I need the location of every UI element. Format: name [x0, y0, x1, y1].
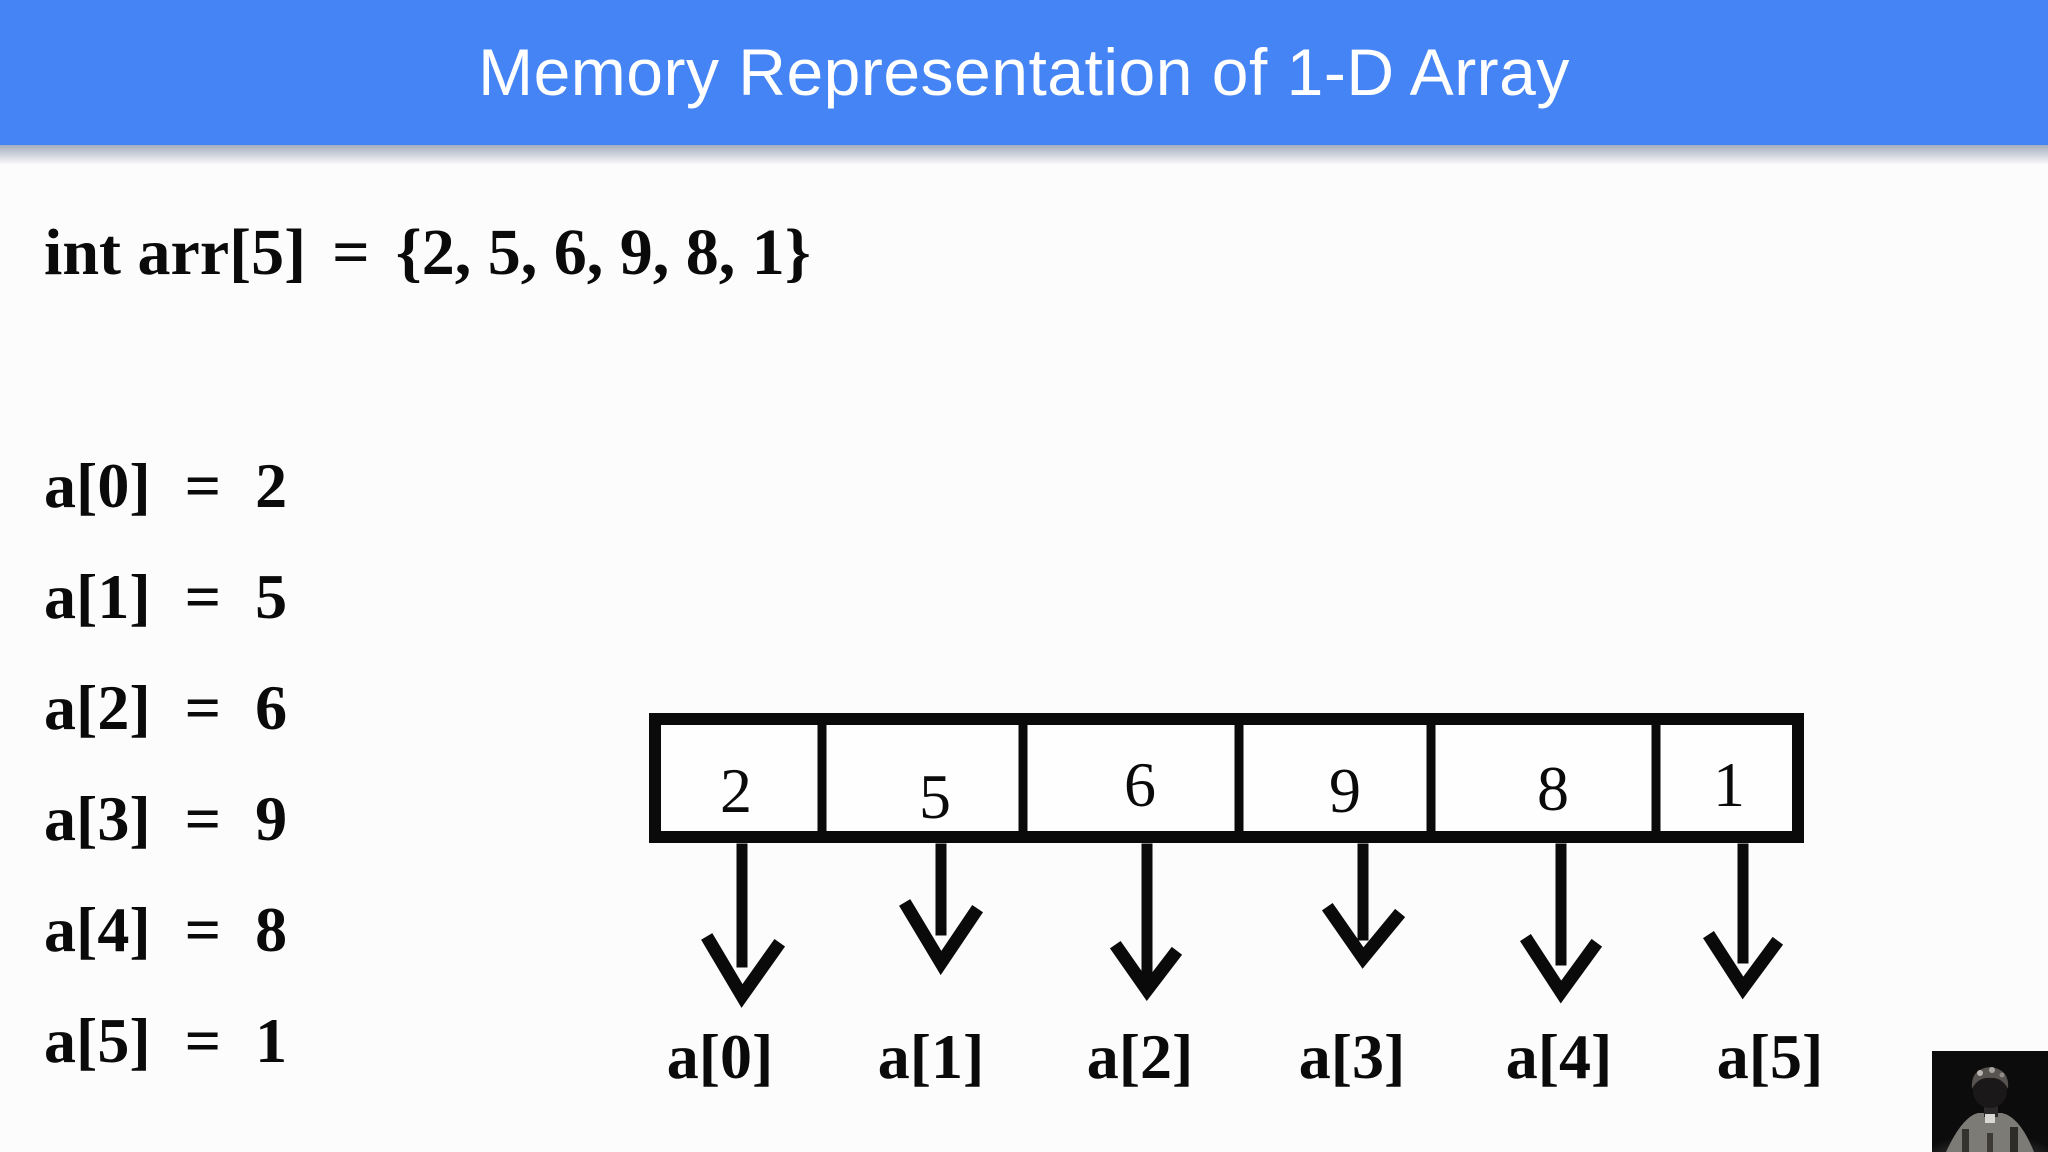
assignment-value: 8 [255, 894, 288, 965]
cell-value: 1 [1713, 749, 1745, 820]
cell-index-label: a[4] [1506, 1021, 1613, 1092]
cell-value: 6 [1124, 749, 1156, 820]
array-declaration: int arr[5] = {2, 5, 6, 9, 8, 1} [44, 208, 811, 298]
assignment-row: a[0] = 2 [44, 446, 287, 557]
assignment-name: a[1] [44, 561, 151, 632]
assignment-value: 5 [255, 561, 288, 632]
down-arrow-icon [899, 843, 984, 976]
cell-index-label: a[1] [878, 1021, 985, 1092]
cell-index-label: a[2] [1087, 1021, 1194, 1092]
assignment-value: 6 [255, 672, 288, 743]
cell-value: 9 [1329, 755, 1361, 826]
assignment-name: a[3] [44, 783, 151, 854]
slide-title: Memory Representation of 1-D Array [478, 35, 1570, 109]
cell-value: 8 [1537, 753, 1569, 824]
webcam-overlay [1932, 1051, 2048, 1152]
cell-dividers [817, 716, 1661, 840]
down-arrow-icon [1520, 843, 1603, 1004]
assignment-row: a[4] = 8 [44, 890, 287, 1001]
cell-index-label: a[3] [1299, 1021, 1406, 1092]
assignment-equals: = [184, 450, 222, 521]
assignment-row: a[1] = 5 [44, 557, 287, 668]
assignment-row: a[2] = 6 [44, 668, 287, 779]
assignment-value: 1 [255, 1005, 288, 1076]
assignment-equals: = [184, 561, 222, 632]
assignment-equals: = [184, 894, 222, 965]
down-arrow-icon [701, 843, 786, 1008]
cell-index-label: a[5] [1717, 1021, 1824, 1092]
header-shadow [0, 145, 2048, 165]
assignment-equals: = [184, 672, 222, 743]
assignment-name: a[5] [44, 1005, 151, 1076]
assignment-equals: = [184, 783, 222, 854]
array-box [649, 713, 1804, 843]
down-arrow-icon [1321, 843, 1406, 969]
down-arrow-icon [1109, 843, 1183, 1002]
assignment-name: a[2] [44, 672, 151, 743]
slide-header: Memory Representation of 1-D Array [0, 0, 2048, 145]
assignment-row: a[3] = 9 [44, 779, 287, 890]
cell-index-label: a[0] [667, 1021, 774, 1092]
assignment-row: a[5] = 1 [44, 1001, 287, 1112]
assignment-value: 9 [255, 783, 288, 854]
declaration-lhs: int arr[5] [44, 216, 307, 289]
assignment-list: a[0] = 2 a[1] = 5 a[2] = 6 a[3] = 9 a[4]… [44, 446, 287, 1112]
declaration-equals: = [332, 216, 370, 289]
presenter-silhouette [1932, 1051, 2048, 1152]
down-arrow-icon [1703, 843, 1784, 1000]
cell-value: 5 [919, 761, 951, 832]
assignment-name: a[4] [44, 894, 151, 965]
declaration-initializer: {2, 5, 6, 9, 8, 1} [395, 216, 811, 289]
assignment-value: 2 [255, 450, 288, 521]
assignment-name: a[0] [44, 450, 151, 521]
cell-value: 2 [720, 755, 752, 826]
assignment-equals: = [184, 1005, 222, 1076]
